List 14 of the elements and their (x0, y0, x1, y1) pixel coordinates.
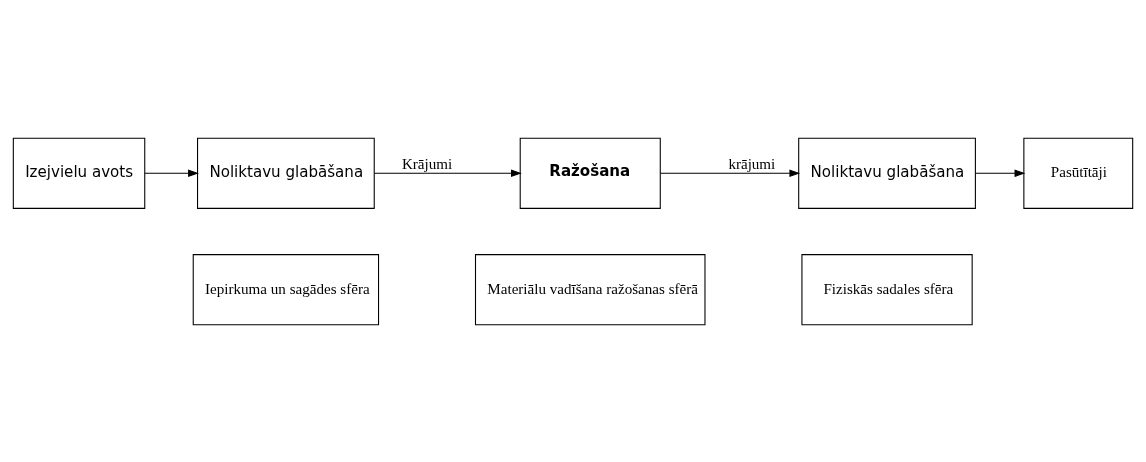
edge-label: krājumi (728, 155, 776, 172)
arrow (144, 169, 199, 177)
edge-label: Krājumi (401, 155, 453, 172)
arrow (659, 169, 801, 177)
node-box: Noliktavu glabāšana (798, 137, 976, 209)
node-box: Izejvielu avots (12, 137, 146, 209)
node-box: Pasūtītāji (1023, 137, 1134, 209)
node-box: Noliktavu glabāšana (197, 137, 375, 209)
node-box: Fiziskās sadales sfēra (801, 253, 973, 325)
node-box: Ražošana (519, 137, 661, 209)
arrow (974, 169, 1026, 177)
node-box: Materiālu vadīšana ražošanas sfērā (474, 253, 706, 325)
node-box: Iepirkuma un sagādes sfēra (192, 253, 380, 325)
arrow (373, 169, 522, 177)
